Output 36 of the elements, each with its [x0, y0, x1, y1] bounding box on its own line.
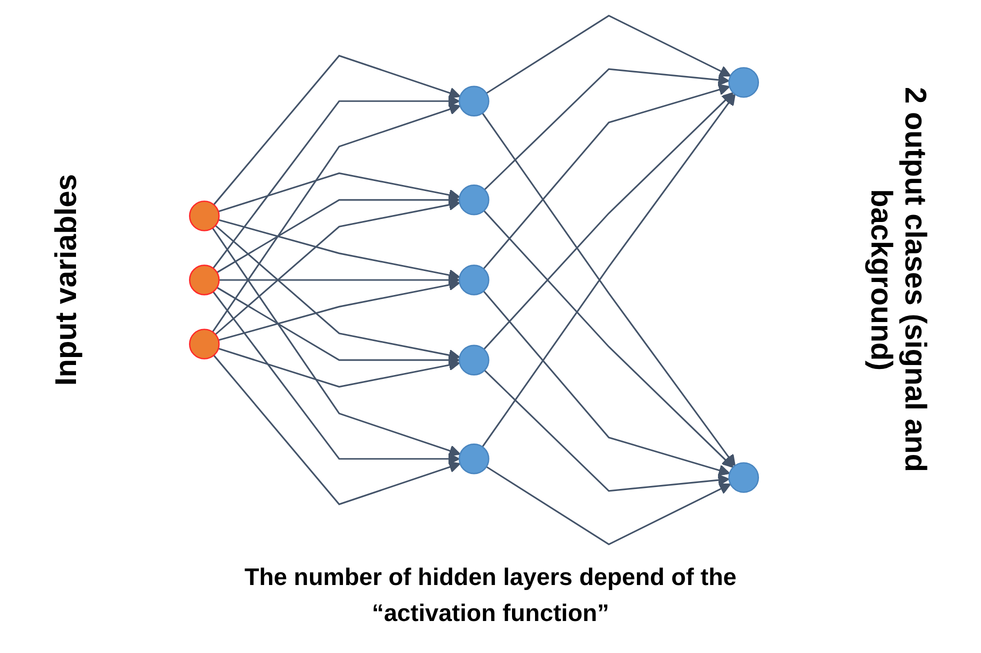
node-circle [458, 184, 489, 216]
node-circle [728, 67, 759, 98]
node-circle [188, 328, 220, 360]
arrow [212, 95, 460, 269]
arrow [218, 348, 460, 388]
arrow [218, 274, 460, 286]
caption: The number of hidden layers depend of the “activation function” [243, 563, 738, 629]
arrow [483, 370, 730, 492]
arrow [212, 291, 460, 465]
axis-label: Input variables [50, 174, 84, 386]
node-circle [188, 200, 220, 232]
axis-label: 2 output clases (signal and background) [864, 86, 932, 475]
node-circle [728, 462, 759, 493]
arrow [216, 194, 460, 274]
arrow [211, 228, 460, 456]
node-circle [458, 264, 489, 296]
arrow [216, 286, 460, 366]
node-circle [188, 264, 220, 296]
node-circle [458, 86, 489, 116]
node-circle [458, 444, 489, 474]
arrow [483, 68, 730, 190]
arrow [482, 210, 734, 468]
arrow [218, 219, 460, 281]
node-circle [458, 344, 489, 376]
arrow [482, 84, 730, 270]
arrow [485, 14, 731, 94]
arrow [212, 354, 460, 506]
arrow [214, 224, 460, 361]
arrow [218, 172, 460, 212]
arrow [211, 104, 460, 332]
arrow [485, 466, 731, 546]
arrow [212, 54, 460, 206]
arrow [214, 199, 460, 336]
arrow [218, 279, 460, 341]
arrow [482, 290, 730, 476]
arrow [482, 92, 734, 350]
